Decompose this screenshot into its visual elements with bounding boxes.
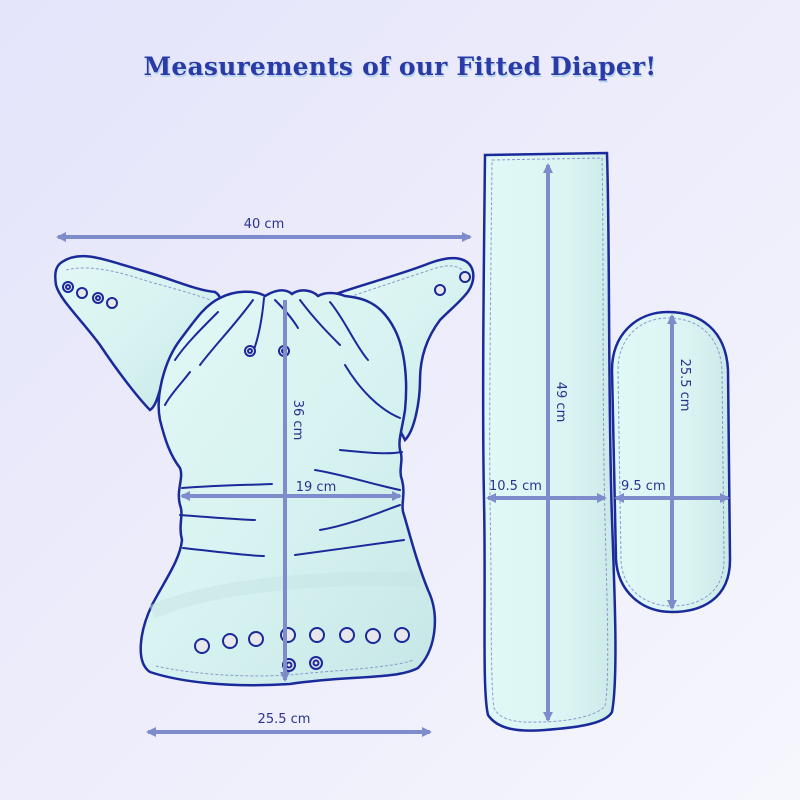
measurement-arrows bbox=[56, 163, 730, 737]
page-title: Measurements of our Fitted Diaper! bbox=[143, 52, 657, 81]
long-insert-length-label: 49 cm bbox=[553, 382, 568, 423]
right-wing-snaps bbox=[434, 271, 471, 296]
short-insert-length-label: 25.5 cm bbox=[677, 359, 692, 412]
diaper-rise-label: 36 cm bbox=[290, 400, 305, 441]
left-wing-snaps bbox=[62, 281, 118, 309]
short-insert-width-label: 9.5 cm bbox=[621, 479, 666, 494]
long-insert-width-label: 10.5 cm bbox=[489, 479, 542, 494]
diaper-bottom-label: 25.5 cm bbox=[258, 712, 311, 727]
fitted-diaper bbox=[54, 254, 475, 687]
diaper-waist-label: 19 cm bbox=[296, 480, 337, 495]
diaper-width-label: 40 cm bbox=[244, 217, 285, 232]
